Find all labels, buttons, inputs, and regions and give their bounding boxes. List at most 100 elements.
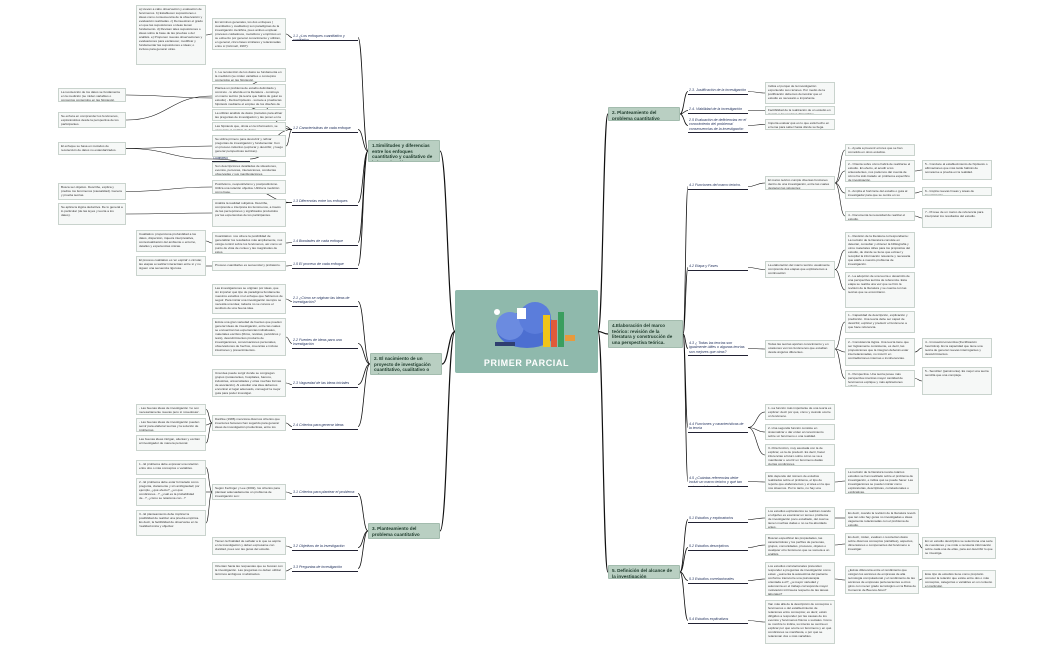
subtopic-3-3[interactable]: 3.3 Preguntas de investigación (292, 565, 358, 572)
note-descriptivos: Buscan especificar las propiedades, las … (765, 534, 835, 556)
subtopic-3-1[interactable]: 3.1 Criterios para plantear el problema (292, 490, 358, 497)
subtopic-4-4[interactable]: 4.4 Funciones y características de la te… (688, 422, 748, 433)
connector-line (747, 182, 766, 187)
topic-marco-teorico[interactable]: 4.Elaboración del marco teórico: revisió… (608, 320, 683, 348)
note-teorias: - Las buenas ideas de investigación pued… (136, 418, 206, 432)
connector-line (357, 301, 371, 365)
note-justificacion: Indica el porqué de la investigación exp… (765, 82, 835, 104)
subtopic-2-4[interactable]: 2.4 Criterios para generar ideas (292, 423, 358, 430)
connector-line (125, 94, 213, 99)
note-criterio-consistencia: 2.- Consistencia lógica. Una teoría tien… (845, 338, 915, 366)
connector-line (747, 91, 766, 94)
connector-line (834, 543, 846, 546)
note-hipotesis: Las hipótesis que, obvia en la informaci… (212, 122, 286, 131)
subtopic-4-1[interactable]: 4.1 Funciones del marco teórico. (688, 183, 748, 190)
connector-line (357, 37, 369, 152)
topic-nacimiento-proyecto[interactable]: 2. El nacimiento de un proyecto de inves… (370, 353, 442, 375)
note-descripciones: Son descripciones detalladas de situacio… (212, 162, 286, 176)
connector-line (357, 493, 369, 532)
note-viabilidad: Factibilidad de la realización de un est… (765, 106, 835, 115)
subtopic-1-4[interactable]: 1.4 Bondades de cada enfoque (292, 239, 358, 246)
note-criterio-descripcion: 1.- Capacidad de descripción, explicació… (845, 311, 915, 333)
subtopic-2-2[interactable]: 2.2 Fuentes de ideas para una investigac… (292, 338, 358, 349)
note-comprender: Se enfoca en comprender los fenómenos, e… (58, 112, 126, 128)
subtopic-1-3[interactable]: 1.3 Diferencias entre los enfoques (292, 199, 358, 206)
connector-line (914, 191, 923, 194)
connector-line (125, 95, 213, 121)
subtopic-5-3[interactable]: 5.3 Estudios correlacionales (688, 577, 748, 584)
picture-frame (517, 308, 526, 319)
person-icon (494, 309, 500, 315)
subtopic-5-4[interactable]: 5.4 Estudios explicativos (688, 617, 748, 624)
note-referencias: Ello depende del número de estudios real… (765, 472, 835, 492)
note-vaguedad: Una idea puede surgir donde se congregan… (212, 369, 286, 397)
note-funcion-2: 2.- Orienta sobre cómo habrá de realizar… (845, 160, 915, 182)
connector-line (597, 113, 609, 333)
note-funcion-3: 3.- Amplía el horizonte del estudio o gu… (845, 187, 915, 199)
connector-line (747, 517, 766, 520)
note-exploratorios: Los estudios exploratorios se realizan c… (765, 507, 835, 529)
note-explicativos: Van más allá de la descripción de concep… (765, 600, 835, 644)
note-funcion-6: 6.- Inspira nuevas líneas y áreas de inv… (922, 187, 992, 196)
connector-line (357, 150, 369, 243)
subtopic-1-1[interactable]: 1.1 ¿Los enfoques cuantitativo y cualita… (292, 34, 358, 41)
note-secuencial: Proceso cuantitativo es secuencial y pro… (212, 261, 286, 271)
connector-line (747, 411, 766, 428)
laptop-icon (495, 342, 515, 346)
subtopic-4-2[interactable]: 4.2 Etapa y Fases (688, 264, 748, 271)
connector-line (357, 363, 371, 427)
note-preguntas: Orientan hacia las respuestas que se bus… (212, 562, 286, 580)
subtopic-4-3[interactable]: 4.3 ¿ Todas las teorías son igualmente ú… (688, 341, 748, 356)
topic-planteamiento-cuantitativo[interactable]: 2. Planteamiento del problema cuantitati… (608, 107, 680, 121)
subtopic-2-4-viabilidad[interactable]: 2.4. Viabilidad de la investigación (688, 107, 748, 114)
subtopic-4-5[interactable]: 4.5 ¿Cuántas referencias debe incluir un… (688, 476, 748, 487)
subtopic-5-2[interactable]: 5.2 Estudios descriptivos (688, 544, 748, 551)
connector-line (834, 269, 846, 291)
note-etapa-2: 2.- La adopción de una teoría o desarrol… (845, 272, 915, 308)
note-criterio-sencillez: 5.- Sencillez (parsimonia). Es mejor una… (922, 367, 992, 395)
topic-alcance[interactable]: 5. Definición del alcance de la investig… (608, 565, 680, 579)
note-funcion-4: 4.- Documenta la necesidad de realizar e… (845, 211, 915, 221)
subtopic-1-2[interactable]: 1.2 Características de cada enfoque (292, 126, 358, 133)
connector-line (441, 330, 456, 365)
connector-line (914, 215, 923, 219)
note-bondad-cuantitativo: Cuantitativo: nos ofrece la posibilidad … (212, 232, 286, 254)
note-paradigmas: En términos generales, los dos enfoques … (212, 18, 286, 50)
connector-line (679, 91, 689, 115)
connector-line (834, 321, 846, 350)
note-revision-literatura: La revisión de la literatura revela cuán… (845, 468, 919, 494)
book-yellow (543, 315, 550, 347)
connector-line (834, 578, 846, 581)
subtopic-3-2[interactable]: 3.2 Objetivos de la investigación (292, 544, 358, 551)
central-topic[interactable]: PRIMER PARCIAL (455, 290, 598, 373)
connector-line (747, 267, 766, 270)
label-cualitativo[interactable]: Cualitativo (212, 156, 250, 162)
note-fases: a) Llevan a cabo observación y evaluació… (136, 5, 206, 65)
note-medicion: 1. La recolección de los datos se fundam… (212, 68, 286, 82)
subtopic-5-1[interactable]: 5.1 Estudios y exploratorios (688, 516, 748, 523)
subtopic-2-3[interactable]: 2.3 Vaguedad de las ideas iniciales (292, 381, 358, 388)
connector-line (439, 150, 456, 333)
note-fuentes: Existe una gran variedad de fuentes que … (212, 318, 286, 356)
connector-line (834, 182, 846, 194)
note-kerlinger: Según Kerlinger y Lee (2002), los criter… (212, 484, 286, 500)
folder-icon (565, 335, 575, 341)
subtopic-2-1[interactable]: 2.1 ¿Cómo se originan las ideas de inves… (292, 296, 358, 307)
note-funciones-marco: El marco teórico cumple diversas funcion… (765, 176, 835, 190)
subtopic-1-5[interactable]: 1.5 El proceso de cada enfoque (292, 262, 358, 269)
subtopic-2-3-justificacion[interactable]: 2.3. Justificación de la investigación (688, 88, 748, 95)
connector-line (747, 124, 766, 126)
subtopic-2-5-deficiencias[interactable]: 2.5 Evaluación de deficiencias en el con… (688, 118, 748, 133)
connector-line (914, 169, 923, 172)
topic-enfoques[interactable]: 1.Similitudes y diferencias entre los en… (368, 140, 440, 162)
connector-line (125, 212, 213, 215)
note-etapa-1: 1.- Revisión de la literatura correspond… (845, 232, 915, 268)
topic-planteamiento-problema[interactable]: 3. Planteamiento del problema cuantitati… (368, 523, 440, 539)
note-funcion-5: 5.- Conduce al establecimiento de hipóte… (922, 160, 992, 180)
connector-line (747, 481, 766, 483)
connector-line (679, 547, 689, 573)
connector-line (834, 149, 846, 184)
connector-line (914, 347, 923, 353)
connector-line (125, 145, 213, 149)
note-recoleccion: La recolección de los datos se fundament… (58, 88, 126, 102)
